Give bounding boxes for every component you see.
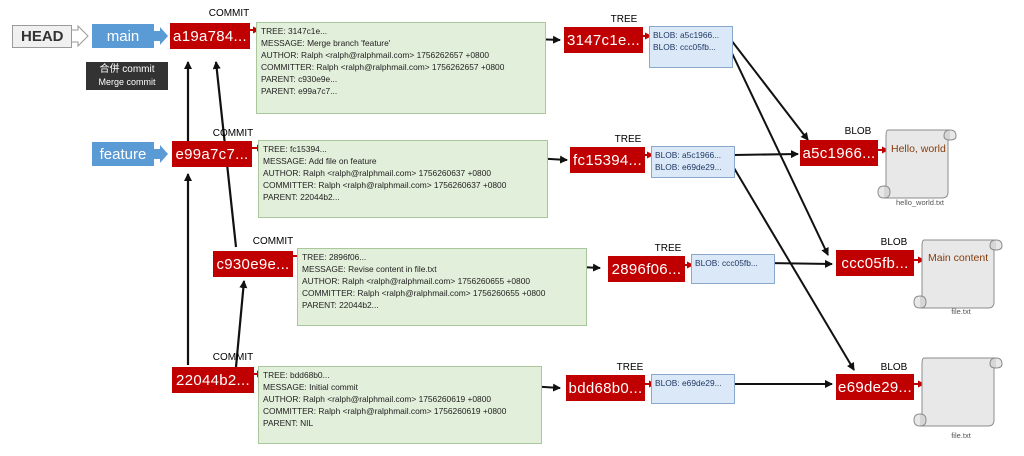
tree-blob-arrow — [733, 150, 799, 159]
main-arrow — [154, 27, 168, 45]
tree-content: BLOB: a5c1966... BLOB: ccc05fb... — [649, 26, 733, 68]
blob-filename: hello_world.txt — [896, 198, 944, 207]
tree-content: BLOB: e69de29... — [651, 374, 735, 404]
head-arrow — [69, 24, 89, 48]
tree-entry: BLOB: a5c1966... — [655, 150, 722, 160]
blob-caption: BLOB — [880, 362, 908, 373]
commit-parent-line: PARENT: c930e9e... — [261, 74, 338, 84]
commit-content: TREE: 3147c1e... MESSAGE: Merge branch '… — [256, 22, 546, 114]
head-label: HEAD — [21, 28, 64, 45]
commit-hash-text: 22044b2... — [176, 371, 250, 389]
scroll-icon — [877, 129, 957, 199]
tree-blob-arrow — [765, 259, 833, 268]
commit-caption: COMMIT — [252, 236, 294, 247]
blob-text: Main content — [928, 252, 989, 264]
commit-message-line: MESSAGE: Initial commit — [263, 382, 358, 392]
tree-hash-text: 3147c1e... — [566, 31, 641, 49]
commit-committer-line: COMMITTER: Ralph <ralph@ralphmail.com> 1… — [261, 62, 505, 72]
blob-text: Hello, world — [891, 143, 946, 155]
commit-hash[interactable]: e99a7c7... — [172, 141, 252, 167]
branch-feature-label: feature — [99, 145, 147, 163]
tree-hash[interactable]: 3147c1e... — [564, 27, 643, 53]
commit-parent-line: PARENT: 22044b2... — [302, 300, 379, 310]
commit-hash-text: a19a784... — [173, 27, 247, 45]
blob-caption: BLOB — [880, 237, 908, 248]
tree-blob-arrow — [727, 35, 809, 141]
commit-content: TREE: 2896f06... MESSAGE: Revise content… — [297, 248, 587, 326]
tree-caption: TREE — [614, 134, 642, 145]
tree-hash[interactable]: 2896f06... — [608, 256, 685, 282]
commit-author-line: AUTHOR: Ralph <ralph@ralphmail.com> 1756… — [263, 168, 492, 178]
blob-caption: BLOB — [844, 126, 872, 137]
parent-arrow — [234, 280, 248, 368]
branch-main-label: main — [106, 27, 140, 45]
commit-parent-line: PARENT: NIL — [263, 418, 314, 428]
commit-hash[interactable]: c930e9e... — [213, 251, 293, 277]
tree-hash-text: fc15394... — [573, 151, 642, 169]
branch-main[interactable]: main — [92, 24, 154, 48]
merge-note-line2: Merge commit — [98, 77, 156, 87]
commit-content: TREE: fc15394... MESSAGE: Add file on fe… — [258, 140, 548, 218]
blob-filename: file.txt — [951, 431, 971, 440]
tree-entry: BLOB: ccc05fb... — [695, 258, 758, 268]
commit-content: TREE: bdd68b0... MESSAGE: Initial commit… — [258, 366, 542, 444]
blob-hash-text: ccc05fb... — [841, 254, 909, 272]
tree-content: BLOB: ccc05fb... — [691, 254, 775, 284]
tree-entry: BLOB: ccc05fb... — [653, 42, 716, 52]
commit-tree-line: TREE: bdd68b0... — [263, 370, 330, 380]
tree-caption: TREE — [610, 14, 638, 25]
tree-hash[interactable]: bdd68b0... — [566, 375, 645, 401]
merge-note-line1: 合併 commit — [99, 64, 155, 75]
scroll-icon — [913, 357, 1003, 427]
commit-hash[interactable]: a19a784... — [170, 23, 250, 49]
tree-blob-arrow — [729, 48, 829, 256]
commit-message-line: MESSAGE: Add file on feature — [263, 156, 377, 166]
commit-hash[interactable]: 22044b2... — [172, 367, 254, 393]
commit-message-line: MESSAGE: Revise content in file.txt — [302, 264, 437, 274]
tree-entry: BLOB: e69de29... — [655, 162, 722, 172]
commit-hash-text: c930e9e... — [216, 255, 290, 273]
commit-committer-line: COMMITTER: Ralph <ralph@ralphmail.com> 1… — [302, 288, 546, 298]
blob-hash[interactable]: ccc05fb... — [836, 250, 914, 276]
feature-arrow — [154, 145, 168, 163]
commit-committer-line: COMMITTER: Ralph <ralph@ralphmail.com> 1… — [263, 406, 507, 416]
tree-caption: TREE — [616, 362, 644, 373]
blob-filename: file.txt — [951, 307, 971, 316]
tree-blob-arrow — [733, 167, 855, 371]
commit-tree-line: TREE: 2896f06... — [302, 252, 367, 262]
commit-hash-text: e99a7c7... — [175, 145, 249, 163]
blob-hash[interactable]: a5c1966... — [800, 140, 878, 166]
tree-hash-text: bdd68b0... — [568, 379, 643, 397]
branch-feature[interactable]: feature — [92, 142, 154, 166]
commit-caption: COMMIT — [212, 352, 254, 363]
tree-caption: TREE — [654, 243, 682, 254]
tree-hash-text: 2896f06... — [611, 260, 682, 278]
head-pointer: HEAD — [12, 25, 72, 48]
commit-author-line: AUTHOR: Ralph <ralph@ralphmail.com> 1756… — [302, 276, 531, 286]
tree-entry: BLOB: e69de29... — [655, 378, 722, 388]
commit-caption: COMMIT — [208, 8, 250, 19]
commit-message-line: MESSAGE: Merge branch 'feature' — [261, 38, 391, 48]
commit-author-line: AUTHOR: Ralph <ralph@ralphmail.com> 1756… — [261, 50, 490, 60]
merge-commit-note: 合併 commit Merge commit — [86, 62, 168, 90]
tree-content: BLOB: a5c1966... BLOB: e69de29... — [651, 146, 735, 178]
scroll-icon — [913, 239, 1003, 309]
commit-parent-line: PARENT: 22044b2... — [263, 192, 340, 202]
blob-hash-text: e69de29... — [838, 378, 912, 396]
tree-hash[interactable]: fc15394... — [570, 147, 645, 173]
commit-caption: COMMIT — [212, 128, 254, 139]
commit-author-line: AUTHOR: Ralph <ralph@ralphmail.com> 1756… — [263, 394, 492, 404]
commit-tree-line: TREE: 3147c1e... — [261, 26, 328, 36]
commit-tree-line: TREE: fc15394... — [263, 144, 327, 154]
blob-hash-text: a5c1966... — [802, 144, 876, 162]
blob-hash[interactable]: e69de29... — [836, 374, 914, 400]
commit-committer-line: COMMITTER: Ralph <ralph@ralphmail.com> 1… — [263, 180, 507, 190]
commit-parent-line: PARENT: e99a7c7... — [261, 86, 338, 96]
tree-entry: BLOB: a5c1966... — [653, 30, 720, 40]
